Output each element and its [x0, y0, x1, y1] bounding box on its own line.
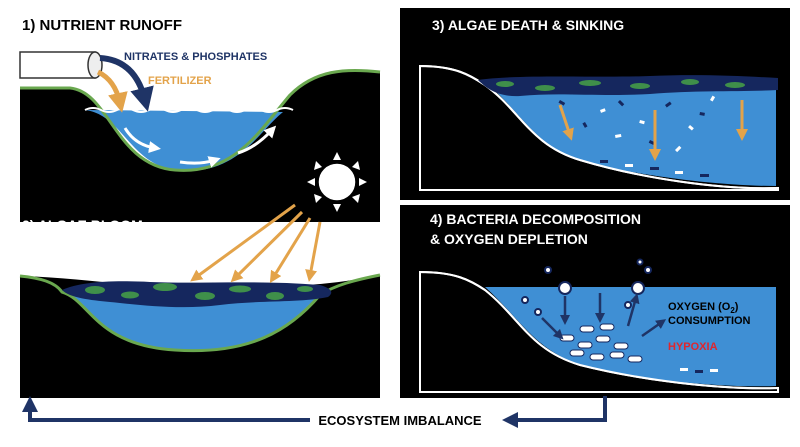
panel-2-title-line2: & SUNLIGHT BLOCK	[22, 235, 161, 251]
panel-1-shoreline	[20, 68, 381, 172]
panel-3-outline	[419, 65, 779, 190]
panel-3-algae-patches	[496, 79, 745, 91]
loop-arrow-left-segment	[22, 396, 310, 422]
o2-arrow-4	[541, 317, 564, 340]
ecosystem-imbalance-label: ECOSYSTEM IMBALANCE	[318, 413, 482, 428]
sinking-arrow-1	[558, 104, 574, 141]
fertilizer-label: FERTILIZER	[148, 75, 212, 87]
panel-3-algae-layer	[478, 75, 778, 97]
panel-2-title-line1: 2) ALGAE BLOOM	[22, 217, 143, 233]
flow-arrow-2	[179, 156, 221, 168]
oxygen-prefix: OXYGEN (O	[668, 301, 731, 313]
nitrates-label: NITRATES & PHOSPHATES	[124, 51, 267, 63]
loop-arrow-right-segment	[502, 396, 607, 428]
panel-4-title-line2: & OXYGEN DEPLETION	[430, 231, 588, 247]
sunlight-arrow-4	[305, 221, 322, 282]
panel-3: 3) ALGAE DEATH & SINKING	[400, 8, 790, 200]
sinking-algae-fragments	[558, 95, 716, 153]
o2-arrow-3	[626, 293, 640, 327]
left-panel: 1) NUTRIENT RUNOFF NITRATES & PHOSPHATES…	[19, 17, 381, 398]
nitrates-arrow	[99, 55, 154, 112]
hypoxia-label: HYPOXIA	[668, 341, 718, 353]
panel-4-outline	[419, 271, 779, 390]
oxygen-suffix: )	[735, 301, 739, 313]
panel-3-sediment	[600, 160, 709, 177]
oxygen-subscript: 2	[730, 306, 735, 315]
panel-4-water	[485, 287, 776, 387]
drain-pipe-icon	[19, 51, 103, 79]
oxygen-consumption-label-line1: OXYGEN (O2)	[668, 301, 739, 315]
oxygen-bubbles	[521, 258, 652, 316]
oxygen-consumption-label-line2: CONSUMPTION	[668, 315, 751, 327]
ecosystem-imbalance-loop: ECOSYSTEM IMBALANCE	[22, 396, 607, 428]
sunlight-arrow-2	[230, 210, 304, 283]
panel-4-title-line1: 4) BACTERIA DECOMPOSITION	[430, 211, 641, 227]
algae-patches	[85, 283, 313, 300]
o2-arrow-5	[641, 319, 667, 338]
flow-arrow-1	[123, 127, 161, 154]
flow-arrow-3	[237, 125, 277, 155]
panel-3-water	[485, 80, 776, 186]
panel-2-water	[62, 292, 320, 351]
sunlight-arrow-3	[269, 217, 312, 284]
panel-1-title: 1) NUTRIENT RUNOFF	[22, 17, 182, 34]
sun-icon	[307, 152, 367, 212]
panel-3-title: 3) ALGAE DEATH & SINKING	[432, 17, 624, 33]
panel-4: 4) BACTERIA DECOMPOSITION & OXYGEN DEPLE…	[400, 205, 790, 398]
sunlight-arrow-1	[190, 203, 296, 282]
panel-4-sediment	[680, 368, 718, 373]
fertilizer-arrow	[96, 69, 128, 113]
